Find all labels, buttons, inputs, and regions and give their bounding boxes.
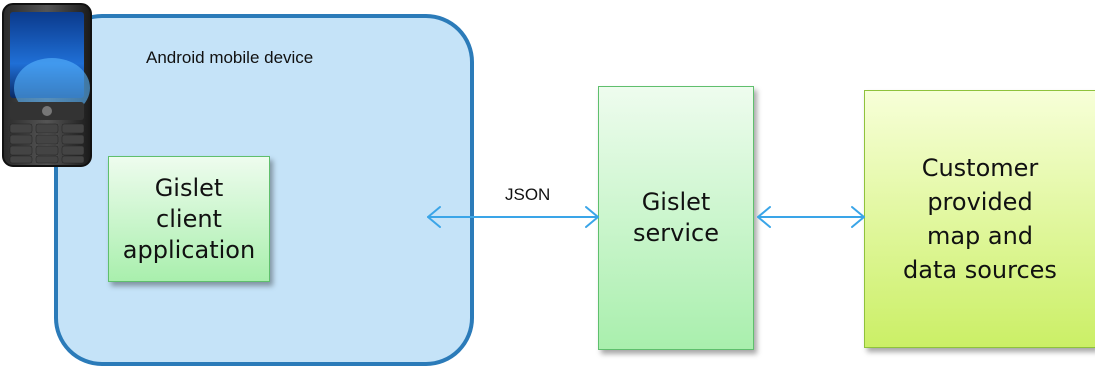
gislet-service-box: Gislet service <box>598 86 754 350</box>
service-subtitle: service <box>633 219 719 247</box>
service-title: Gislet <box>641 188 711 216</box>
client-subtitle: client application <box>122 204 256 264</box>
device-label: Android mobile device <box>146 48 314 67</box>
client-title: Gislet <box>154 173 224 202</box>
customer-line-3: map and <box>926 222 1034 250</box>
mobile-phone-icon <box>2 3 92 167</box>
customer-line-4: data sources <box>903 256 1057 284</box>
customer-line-2: provided <box>927 188 1033 216</box>
json-connector-label: JSON <box>505 185 551 204</box>
arrow-client-service <box>427 206 599 228</box>
arrow-service-customer <box>757 206 865 228</box>
gislet-client-app-box: Gislet client application <box>108 156 270 282</box>
customer-line-1: Customer <box>921 154 1039 182</box>
customer-data-sources-box: Customer provided map and data sources <box>864 90 1095 348</box>
